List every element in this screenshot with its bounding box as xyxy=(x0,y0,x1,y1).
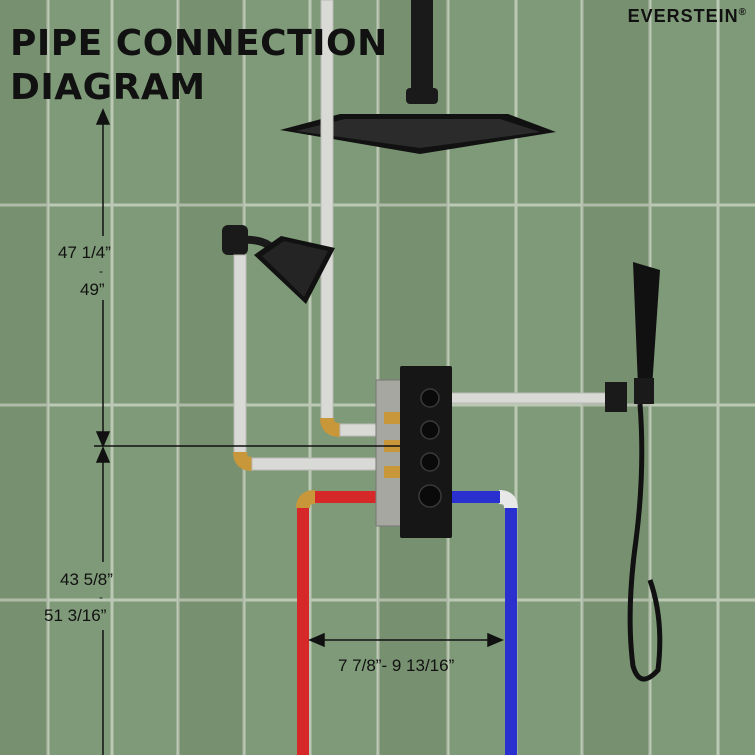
cold-elbow-fitting xyxy=(498,490,518,509)
hot-supply-pipe xyxy=(297,505,309,755)
title-line-1: PIPE CONNECTION xyxy=(10,23,388,64)
handheld-holder xyxy=(605,382,627,412)
diverter-knob-3 xyxy=(420,452,440,472)
rain-height-max: 49” xyxy=(80,280,105,299)
rain-head-ball-joint xyxy=(406,88,438,104)
shower-arm-flange xyxy=(222,225,248,255)
dimension-lines xyxy=(94,108,504,755)
wall-head-nozzle-face xyxy=(262,241,328,297)
handheld-supply-pipe xyxy=(449,392,611,404)
registered-mark: ® xyxy=(738,7,747,18)
handheld-shower-icon xyxy=(633,262,660,388)
rough-in-valve-body xyxy=(375,379,403,527)
ceiling-arm xyxy=(411,0,433,92)
brand-logo: EVERSTEIN® xyxy=(628,6,747,27)
handheld-hose xyxy=(627,403,663,682)
valve-dim-arrow-up xyxy=(95,446,111,463)
cold-inlet-pipe xyxy=(440,491,500,503)
rain-height-min: 47 1/4” xyxy=(58,243,111,262)
valve-brass-port-3 xyxy=(384,466,402,478)
supply-spacing-label: 7 7/8”- 9 13/16” xyxy=(338,656,455,675)
rain-head-nozzle-face xyxy=(296,119,540,148)
diverter-knob-1 xyxy=(420,388,440,408)
rain-dim-arrow-up xyxy=(95,108,111,125)
diverter-knob-2 xyxy=(420,420,440,440)
cold-supply-pipe xyxy=(505,505,517,755)
hot-elbow-fitting xyxy=(296,490,316,509)
diagram-title: PIPE CONNECTION DIAGRAM xyxy=(10,22,388,110)
supply-dim-arrow-right xyxy=(487,632,504,648)
supply-dim-arrow-left xyxy=(308,632,325,648)
brand-name: EVERSTEIN xyxy=(627,6,739,26)
valve-height-max: 51 3/16” xyxy=(44,606,107,625)
valve-height-sep: - xyxy=(99,590,103,604)
thermostatic-knob xyxy=(418,484,442,508)
handheld-handle-base xyxy=(634,378,654,404)
valve-brass-port-1 xyxy=(384,412,402,424)
valve-height-min: 43 5/8” xyxy=(60,570,113,589)
wall-head-elbow-fitting xyxy=(233,451,253,471)
rain-height-sep: - xyxy=(99,264,103,278)
rain-elbow-fitting xyxy=(320,417,341,437)
wall-head-supply-pipe xyxy=(233,254,247,456)
title-line-2: DIAGRAM xyxy=(10,67,206,108)
rain-dim-arrow-down xyxy=(95,431,111,448)
hot-inlet-pipe xyxy=(315,491,385,503)
